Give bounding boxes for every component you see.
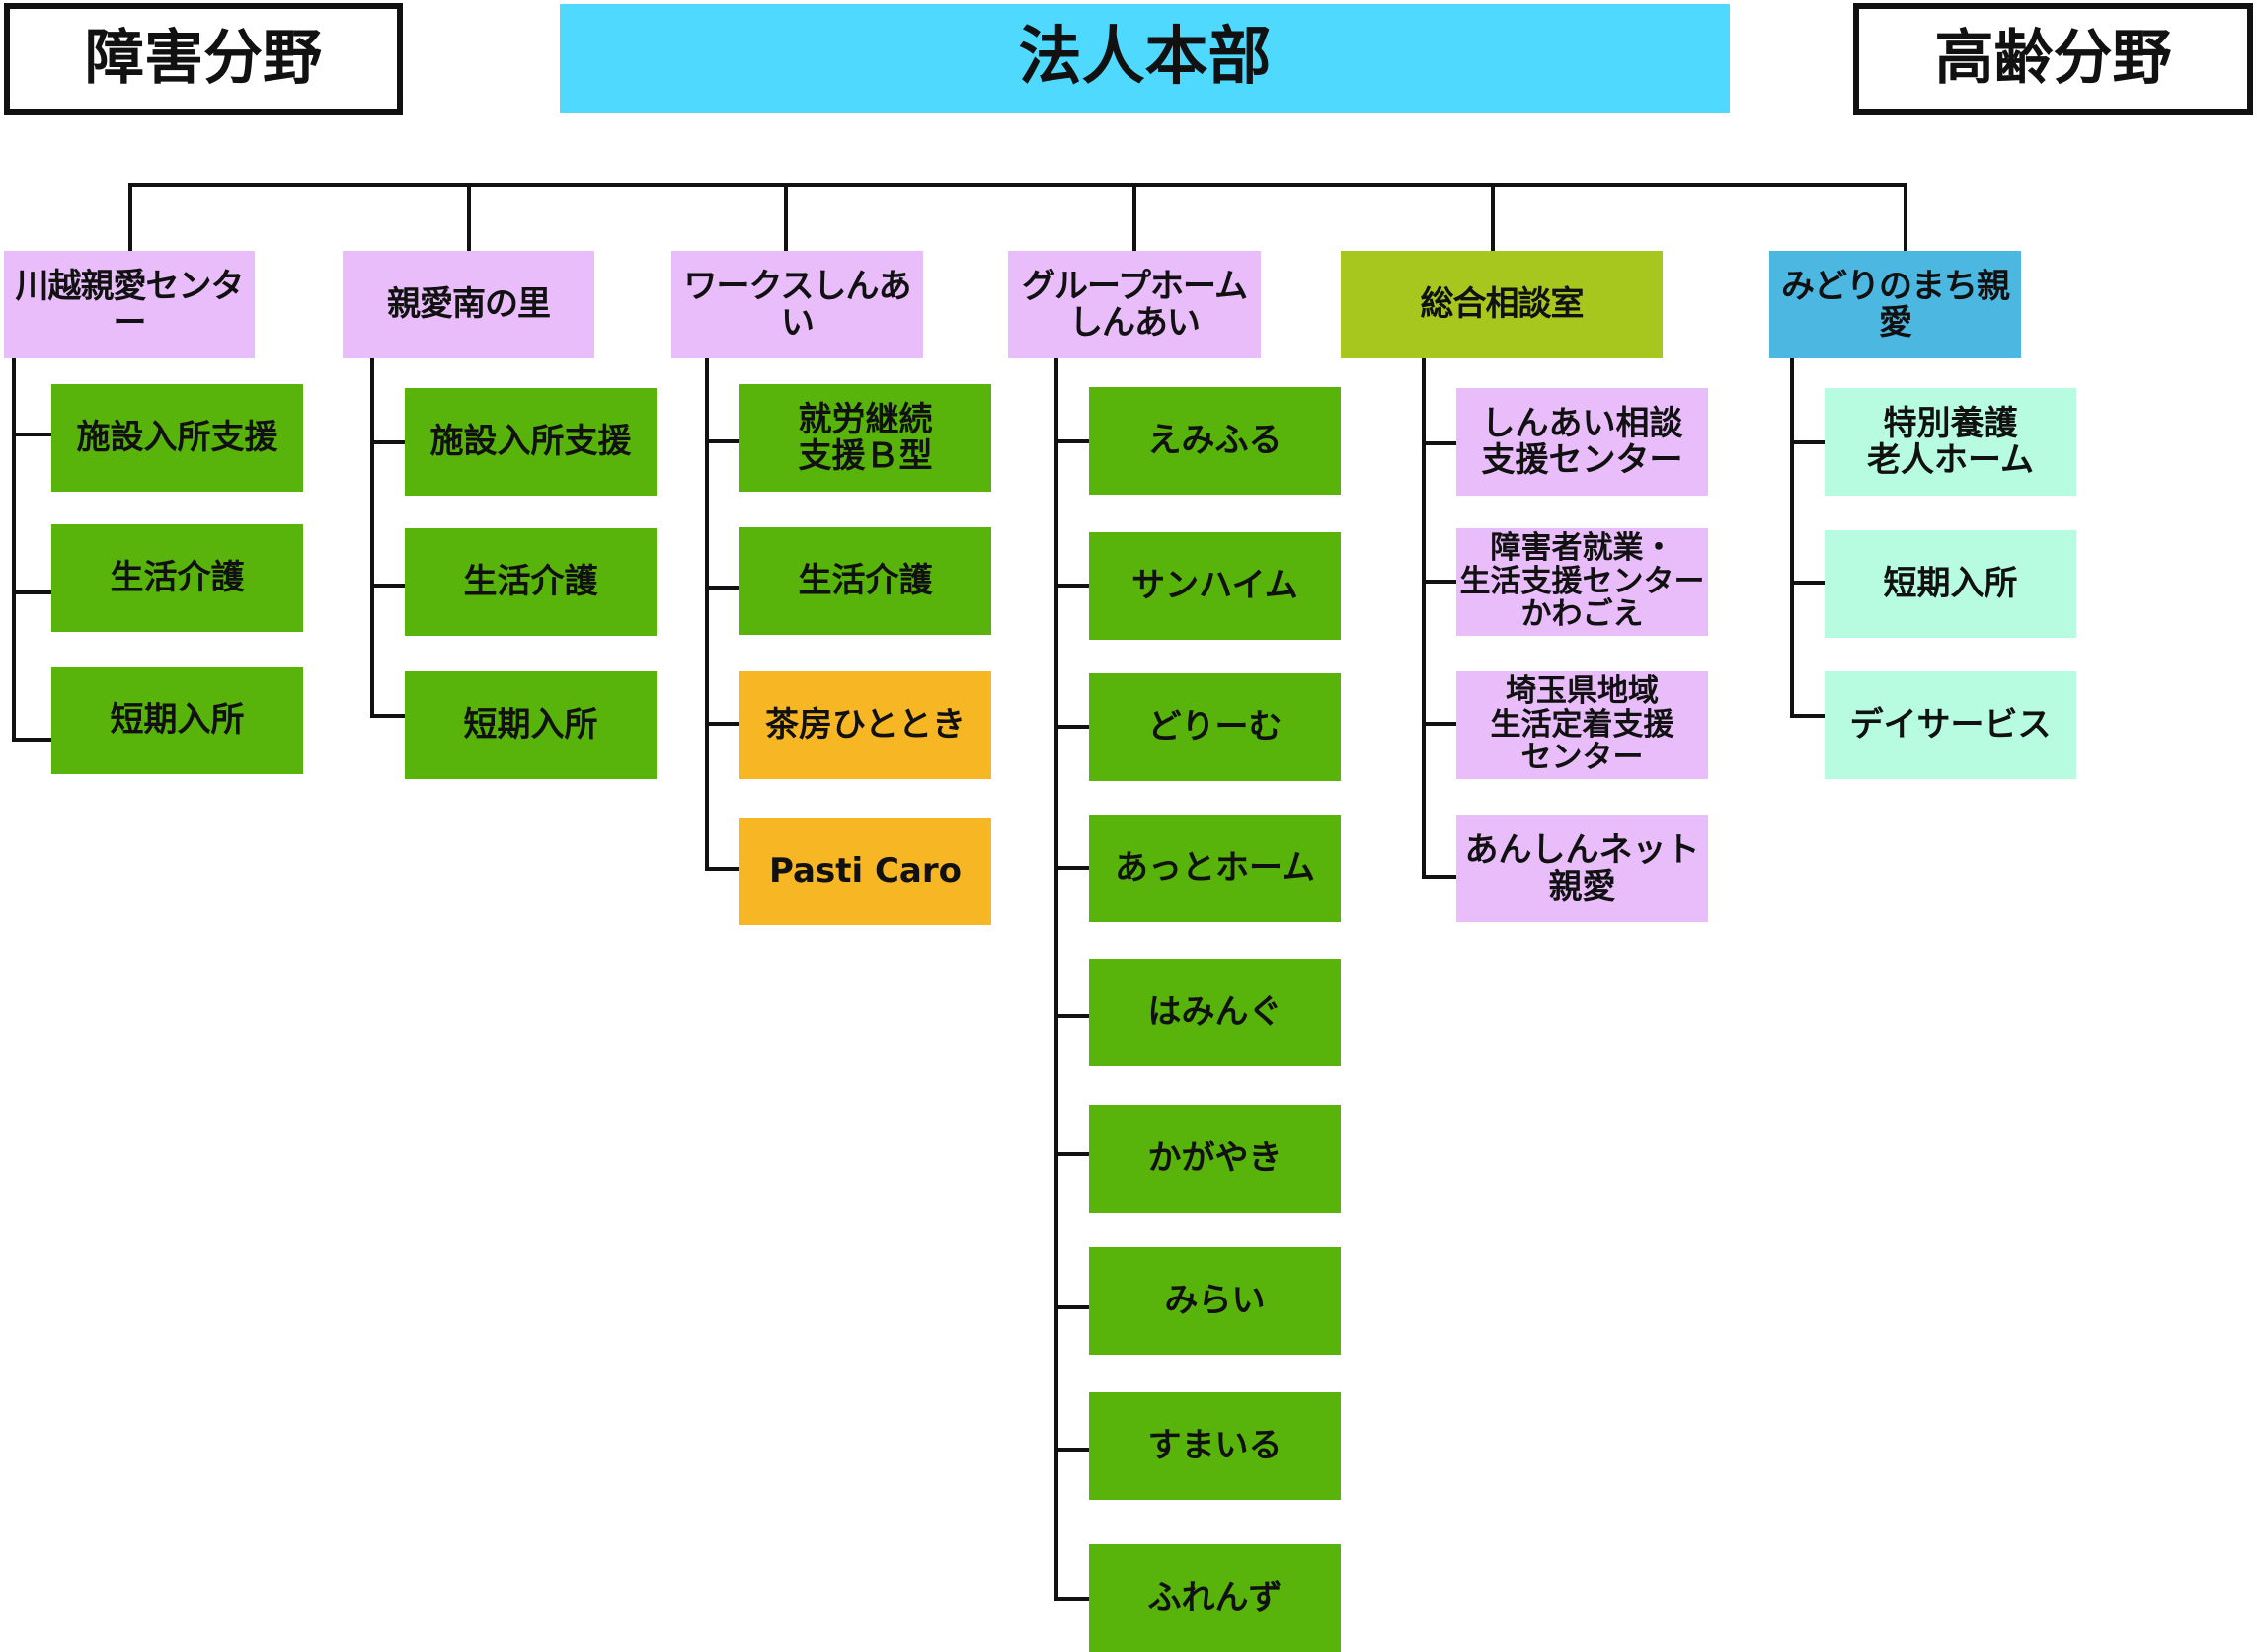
- service-box: 短期入所: [405, 671, 657, 779]
- service-box: はみんぐ: [1089, 959, 1341, 1066]
- service-box: サンハイム: [1089, 532, 1341, 640]
- service-box: 生活介護: [405, 528, 657, 636]
- headquarters-box: 法人本部: [560, 4, 1730, 113]
- service-box: すまいる: [1089, 1392, 1341, 1500]
- service-box: 茶房ひととき: [739, 671, 991, 779]
- legend-elderly-field: 高齢分野: [1853, 3, 2253, 115]
- legend-disability-field: 障害分野: [4, 3, 403, 115]
- service-box: 就労継続 支援Ｂ型: [739, 384, 991, 492]
- service-box: 特別養護 老人ホーム: [1825, 388, 2076, 496]
- service-box: 生活介護: [51, 524, 303, 632]
- unit-shinai-minami-no-sato: 親愛南の里: [343, 251, 594, 358]
- service-box: あっとホーム: [1089, 815, 1341, 922]
- service-box: 短期入所: [1825, 530, 2076, 638]
- service-box: 施設入所支援: [51, 384, 303, 492]
- service-box: ふれんず: [1089, 1544, 1341, 1652]
- service-box: しんあい相談 支援センター: [1456, 388, 1708, 496]
- service-box: かがやき: [1089, 1105, 1341, 1213]
- service-box: Pasti Caro: [739, 818, 991, 925]
- service-box: デイサービス: [1825, 671, 2076, 779]
- service-box: 短期入所: [51, 667, 303, 774]
- service-box: どりーむ: [1089, 673, 1341, 781]
- service-box: 埼玉県地域 生活定着支援 センター: [1456, 671, 1708, 779]
- service-box: えみふる: [1089, 387, 1341, 495]
- service-box: 施設入所支援: [405, 388, 657, 496]
- unit-kawagoe-shinai-center: 川越親愛センター: [4, 251, 255, 358]
- unit-general-consultation-room: 総合相談室: [1341, 251, 1663, 358]
- unit-group-home-shinai: グループホームしんあい: [1008, 251, 1261, 358]
- service-box: 障害者就業・ 生活支援センター かわごえ: [1456, 528, 1708, 636]
- service-box: 生活介護: [739, 527, 991, 635]
- service-box: みらい: [1089, 1247, 1341, 1355]
- unit-works-shinai: ワークスしんあい: [671, 251, 923, 358]
- unit-midori-no-machi-shinai: みどりのまち親愛: [1769, 251, 2021, 358]
- service-box: あんしんネット 親愛: [1456, 815, 1708, 922]
